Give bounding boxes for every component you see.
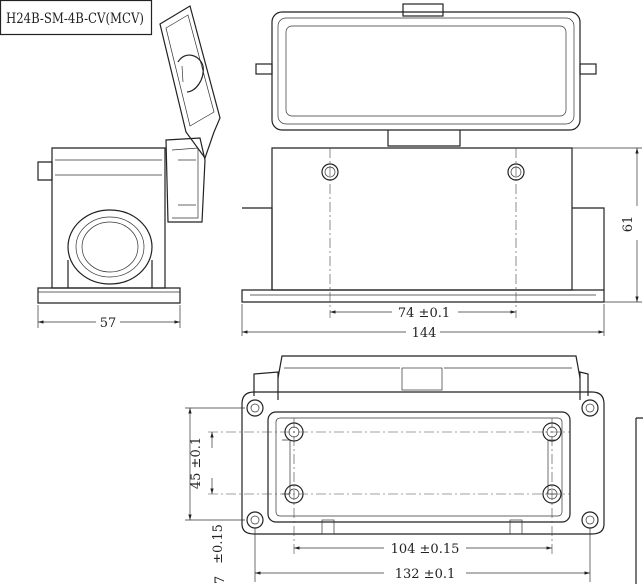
- dim-side-width-label: 57: [100, 316, 117, 331]
- dim-bottom-outer-vertical: ±0.15 7: [185, 407, 245, 584]
- model-label: H24B-SM-4B-CV(MCV): [6, 11, 144, 27]
- corner-hole-br: [581, 511, 599, 529]
- dim-side-width: 57: [37, 305, 181, 331]
- latch-lever: [165, 137, 206, 223]
- dim-bottom-outer-horizontal-label: 132 ±0.1: [395, 567, 456, 582]
- dim-front-length-label: 144: [412, 326, 437, 341]
- dim-bottom-outer-vertical-label: ±0.15: [211, 524, 226, 564]
- dim-hole-spacing: 74 ±0.1: [330, 306, 516, 321]
- bottom-view: 45 ±0.1 ±0.15 7 104 ±0.15 132 ±0.1: [185, 355, 643, 584]
- dim-total-height-label: 61: [621, 216, 636, 233]
- dim-hole-spacing-label: 74 ±0.1: [398, 306, 450, 321]
- dim-bottom-outer-vertical-cut: 7: [213, 576, 228, 584]
- dim-bottom-hole-horizontal: 104 ±0.15: [294, 542, 552, 557]
- dim-bottom-hole-vertical-label: 45 ±0.1: [189, 437, 204, 489]
- mounting-hole-left: [321, 163, 339, 181]
- front-view: 61 74 ±0.1 144: [241, 147, 642, 341]
- dim-bottom-outer-horizontal: 132 ±0.1: [254, 528, 591, 582]
- open-cover: [159, 5, 221, 160]
- dim-bottom-hole-vertical: 45 ±0.1: [189, 432, 214, 494]
- side-view: 57: [37, 5, 221, 331]
- dim-front-length: 144: [241, 304, 605, 341]
- corner-hole-tr: [581, 399, 599, 417]
- corner-hole-bl: [246, 511, 264, 529]
- dim-total-height: 61: [572, 147, 642, 303]
- corner-hole-tl: [246, 399, 264, 417]
- title-block: H24B-SM-4B-CV(MCV): [0, 0, 153, 36]
- cable-entry: [67, 209, 153, 288]
- top-view: [255, 3, 597, 147]
- mounting-hole-right: [507, 163, 525, 181]
- dim-bottom-hole-horizontal-label: 104 ±0.15: [391, 542, 460, 557]
